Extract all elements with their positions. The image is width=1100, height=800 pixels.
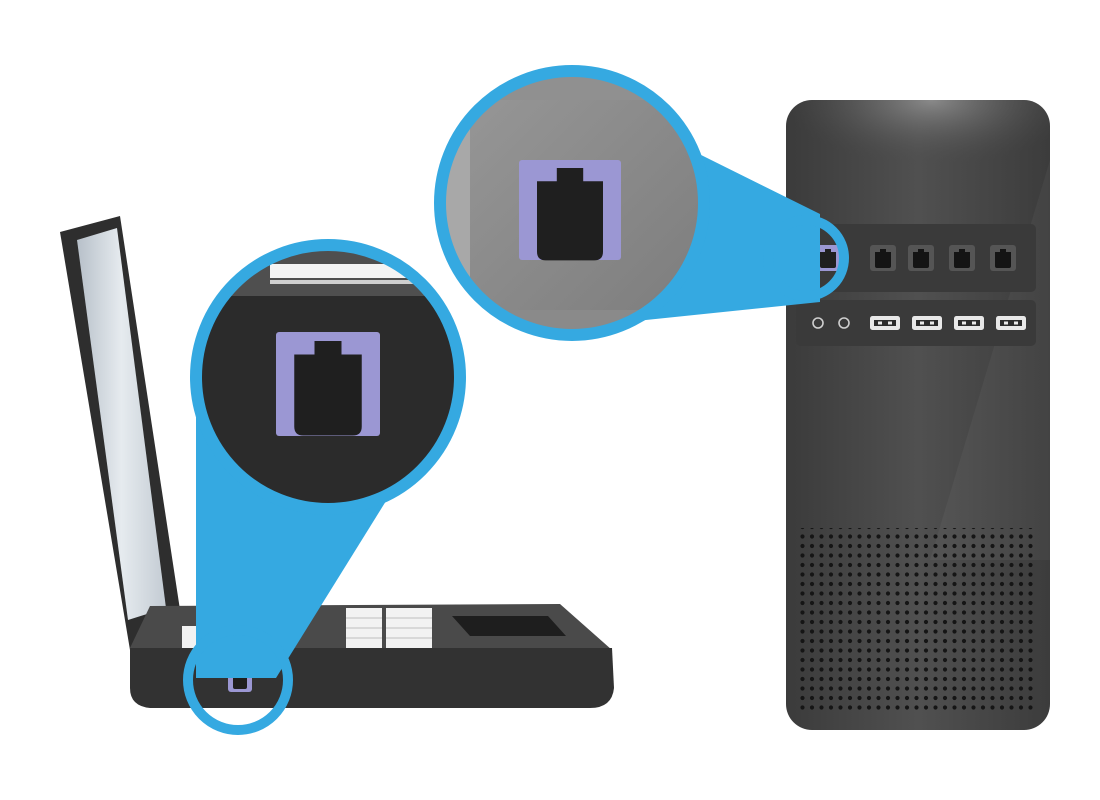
audio-jack-icon bbox=[812, 317, 824, 329]
ethernet-port-icon bbox=[820, 249, 836, 268]
usb-port-icon bbox=[870, 316, 900, 330]
tower-ethernet-port bbox=[990, 245, 1016, 271]
tower-zoom-ring bbox=[434, 65, 710, 341]
ethernet-port-icon bbox=[954, 249, 970, 268]
tower-usb-ports bbox=[870, 316, 1026, 330]
audio-jack-icon bbox=[838, 317, 850, 329]
ethernet-port-icon bbox=[294, 341, 362, 436]
laptop-key-lines bbox=[346, 617, 432, 639]
tower-ethernet-port-highlighted bbox=[815, 245, 841, 271]
ethernet-port-icon bbox=[913, 249, 929, 268]
tower-top-highlight bbox=[786, 100, 1050, 220]
tower-ethernet-ports bbox=[815, 245, 1016, 271]
tower-ethernet-port bbox=[908, 245, 934, 271]
usb-port-icon bbox=[954, 316, 984, 330]
tower-port-ring bbox=[763, 215, 849, 301]
tower-ethernet-port bbox=[870, 245, 896, 271]
laptop-touchpad bbox=[452, 616, 566, 636]
laptop-zoom-ring bbox=[190, 239, 466, 515]
laptop-port-ring bbox=[183, 625, 293, 735]
desktop-tower bbox=[786, 100, 1050, 730]
laptop-zoom-key-edge bbox=[270, 264, 420, 278]
ethernet-port-icon bbox=[995, 249, 1011, 268]
tower-port-callout bbox=[434, 65, 849, 341]
tower-ethernet-port bbox=[949, 245, 975, 271]
usb-port-icon bbox=[996, 316, 1026, 330]
usb-port-icon bbox=[912, 316, 942, 330]
tower-vent-grille bbox=[796, 528, 1036, 710]
ethernet-port-icon bbox=[537, 168, 603, 261]
ethernet-port-icon bbox=[875, 249, 891, 268]
laptop-screen bbox=[77, 228, 166, 620]
tower-audio-jacks bbox=[812, 317, 850, 329]
